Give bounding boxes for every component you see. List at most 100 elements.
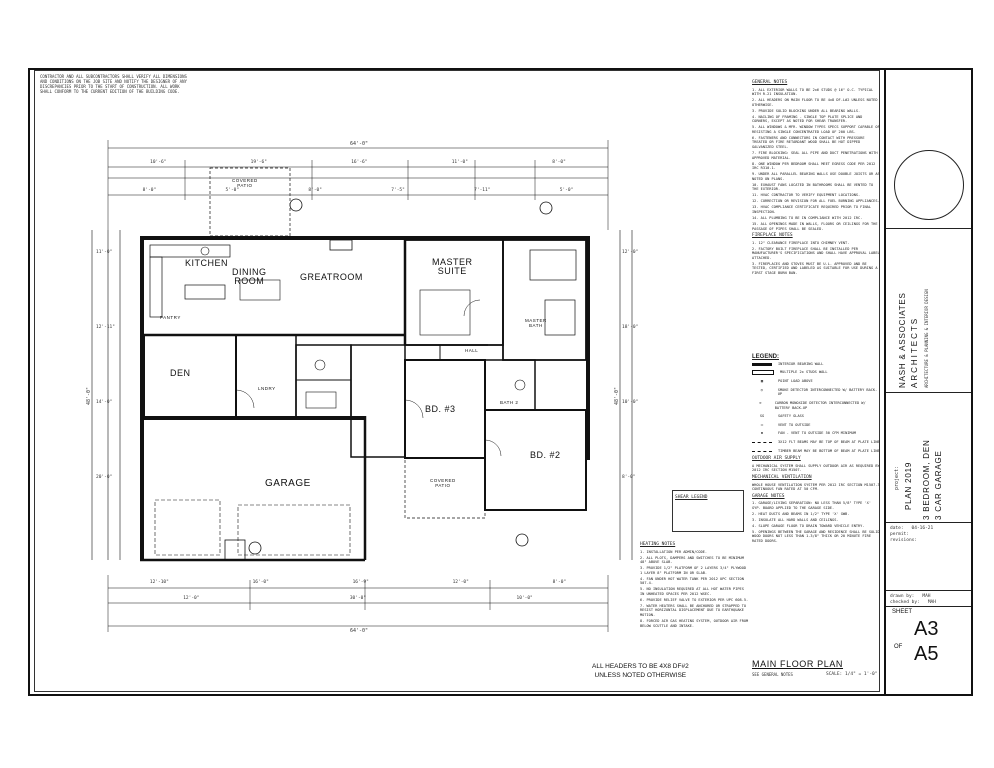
total-sheets: A5 bbox=[914, 643, 939, 665]
dim-row-top-2: 8'-0" 5'-0" 8'-0" 7'-5" 7'-11" 5'-0" bbox=[108, 188, 608, 193]
note-item: 12. CORRECTION OR REVISION FOR ALL FUEL … bbox=[752, 199, 880, 204]
room-bd2: BD. #2 bbox=[530, 450, 561, 460]
note-item: 6. FASTENERS AND CONNECTORS IN CONTACT W… bbox=[752, 135, 865, 150]
of-label: OF bbox=[894, 644, 903, 650]
room-greatroom: GREATROOM bbox=[300, 272, 363, 282]
room-pantry: PANTRY bbox=[160, 315, 181, 320]
room-covered-patio-bottom: COVERED PATIO bbox=[430, 478, 456, 488]
note-item: 7. WATER HEATERS SHALL BE ANCHORED OR ST… bbox=[640, 603, 747, 618]
smoke-detector-icon: ◎ bbox=[760, 387, 763, 392]
divider bbox=[886, 606, 971, 607]
overall-depth-label: 48'-0" bbox=[86, 386, 92, 405]
firm-address: ARCHITECTURE & PLANNING & INTERIOR DESIG… bbox=[924, 289, 929, 388]
note-item: 1. GARAGE/LIVING SEPARATION: NO LESS THA… bbox=[752, 501, 871, 510]
beam-icon bbox=[752, 441, 772, 445]
title-block: NASH & ASSOCIATES ARCHITECTS ARCHITECTUR… bbox=[884, 70, 971, 694]
timber-beam-icon bbox=[752, 450, 772, 454]
note-item: 5. NO INSULATION REQUIRED AT ALL HOT WAT… bbox=[640, 587, 744, 596]
plan-description-1: 3 BEDROOM, DEN bbox=[922, 439, 931, 520]
shear-legend-title: SHEAR LEGEND bbox=[675, 495, 708, 500]
legend-row: ◎ SMOKE DETECTOR INTERCONNECTED W/ BATTER… bbox=[752, 388, 880, 397]
dim: 7'-11" bbox=[474, 188, 491, 193]
co-detector-icon: ⊙ bbox=[759, 400, 762, 405]
note-item: 6. PROVIDE RELIEF VALVE TO EXTERIOR PER … bbox=[640, 597, 749, 602]
checked-value: MAH bbox=[927, 600, 936, 605]
divider bbox=[886, 590, 971, 591]
date-value: 04-16-21 bbox=[911, 526, 934, 531]
mech-vent-notes: WHOLE HOUSE VENTILATION SYSTEM PER 2012 … bbox=[752, 482, 880, 492]
dim: 5'-0" bbox=[559, 188, 574, 193]
legend-label: MULTIPLE 2x STUDS WALL bbox=[780, 370, 828, 375]
note-item: 9. UNDER ALL PARALLEL BEARING WALLS USE … bbox=[752, 172, 880, 181]
dim: 30'-0" bbox=[349, 596, 367, 601]
heating-notes-title: HEATING NOTES bbox=[640, 542, 676, 547]
divider bbox=[886, 228, 971, 229]
drawn-by-row: drawn by: MAH bbox=[890, 594, 931, 599]
dim: 12'-0" bbox=[452, 580, 469, 585]
note-item: 1. ALL EXTERIOR WALLS TO BE 2x6 STUDS @ … bbox=[752, 87, 874, 97]
note-item: 2. ALL HEADERS ON MAIN FLOOR TO BE 4x8 D… bbox=[752, 98, 878, 107]
wall-symbol-icon bbox=[752, 362, 772, 366]
permit-label: permit: bbox=[890, 532, 909, 537]
note-item: 3. INSULATE ALL HARD WALLS AND CEILINGS. bbox=[752, 517, 839, 522]
legend-title: LEGEND: bbox=[752, 354, 779, 360]
drawn-value: MAH bbox=[922, 594, 931, 599]
overall-width-label-bottom: 64'-0" bbox=[350, 628, 369, 634]
fireplace-notes-title: FIREPLACE NOTES bbox=[752, 233, 793, 239]
dim: 10'-6" bbox=[150, 160, 167, 165]
legend-label: FAN - VENT TO OUTSIDE 50 CFM MINIMUM bbox=[778, 431, 856, 436]
note-item: 1. 12" CLEARANCE FIREPLACE INTO CHIMNEY … bbox=[752, 240, 850, 245]
dim: 11'-0" bbox=[96, 250, 113, 255]
general-notes-title: GENERAL NOTES bbox=[752, 80, 788, 85]
dim: 12'-0" bbox=[183, 596, 200, 601]
room-dining: DINING ROOM bbox=[232, 267, 267, 286]
dim: 5'-0" bbox=[225, 188, 240, 193]
vent-icon: ▭ bbox=[760, 422, 764, 427]
firm-name: NASH & ASSOCIATES bbox=[898, 292, 907, 388]
note-item: 3. PROVIDE 1/2" PLATFORM OF 2 LAYERS 3/4… bbox=[640, 566, 747, 575]
legend-row: SG SAFETY GLASS bbox=[752, 414, 880, 419]
note-item: 11. HVAC CONTRACTOR TO VERIFY EQUIPMENT … bbox=[752, 193, 861, 198]
date-row: date: 04-16-21 bbox=[890, 526, 933, 531]
date-label: date: bbox=[890, 526, 904, 531]
point-load-icon: ▣ bbox=[760, 379, 764, 384]
note-item: 15. ALL OPENINGS MADE IN WALLS, FLOORS O… bbox=[752, 221, 878, 231]
room-bath2: BATH 2 bbox=[500, 400, 519, 405]
note-item: 2. FACTORY BUILT FIREPLACE SHALL BE INST… bbox=[752, 246, 880, 260]
legend-label: SAFETY GLASS bbox=[778, 414, 804, 419]
safety-glass-icon: SG bbox=[759, 414, 765, 419]
note-item: 4. FAN UNDER HOT WATER TANK PER 2012 UPC… bbox=[640, 576, 744, 586]
plan-name: PLAN 2019 bbox=[904, 461, 913, 510]
note-item: 7. FIRE BLOCKING: SEAL ALL PIPE AND DUCT… bbox=[752, 151, 878, 160]
note-item: 4. SLOPE GARAGE FLOOR TO DRAIN TOWARD VE… bbox=[752, 523, 865, 528]
dim: 20'-0" bbox=[96, 475, 113, 480]
legend-row: ⊙CARBON MONOXIDE DETECTOR INTERCONNECTED… bbox=[752, 401, 880, 410]
note-item: 2. HEAT DUCTS AND BEAMS IN 1/2" TYPE 'X'… bbox=[752, 511, 850, 516]
project-label: project: bbox=[894, 465, 900, 490]
sheet-number: A3 bbox=[914, 618, 939, 640]
room-den: DEN bbox=[170, 368, 191, 378]
dim-col-right: 12'-0" 18'-0" 10'-0" 8'-0" bbox=[622, 250, 638, 480]
legend-label: TIMBER BEAM MAY BE BOTTOM OF BEAM AT PLA… bbox=[778, 448, 880, 453]
room-covered-patio-top: COVERED PATIO bbox=[232, 178, 258, 188]
note-item: 3. PROVIDE SOLID BLOCKING UNDER ALL BEAR… bbox=[752, 108, 861, 113]
room-bd3: BD. #3 bbox=[425, 404, 456, 414]
dim: 8'-0" bbox=[622, 475, 636, 480]
room-laundry: LNDRY bbox=[258, 386, 276, 391]
dim-row-bottom-2: 12'-0" 30'-0" 10'-0" bbox=[108, 596, 608, 601]
note-item: 5. ALL WINDOWS & MFR. WINDOW TYPES SPECS… bbox=[752, 125, 880, 134]
legend-row: MULTIPLE 2x STUDS WALL bbox=[752, 370, 880, 376]
outdoor-air-notes: A MECHANICAL SYSTEM SHALL SUPPLY OUTDOOR… bbox=[752, 463, 880, 473]
legend-label: SMOKE DETECTOR INTERCONNECTED W/ BATTERY… bbox=[777, 387, 878, 397]
legend-label: 3X12 FLT BEAMS MAY BE TOP OF BEAM AT PLA… bbox=[778, 439, 880, 444]
dim: 8'-0" bbox=[142, 188, 157, 193]
room-hall: HALL bbox=[465, 348, 479, 353]
dim: 12'-10" bbox=[149, 580, 169, 585]
general-notes: GENERAL NOTES 1. ALL EXTERIOR WALLS TO B… bbox=[752, 78, 880, 277]
room-master-bath: MASTER BATH bbox=[525, 318, 547, 328]
drawn-label: drawn by: bbox=[890, 594, 915, 599]
heating-notes: HEATING NOTES 1. INSTALLATION PER ADMIN/… bbox=[640, 540, 750, 630]
legend: LEGEND: INTERIOR BEARING WALL MULTIPLE 2… bbox=[752, 352, 880, 545]
drawing-sheet-border bbox=[28, 68, 973, 696]
